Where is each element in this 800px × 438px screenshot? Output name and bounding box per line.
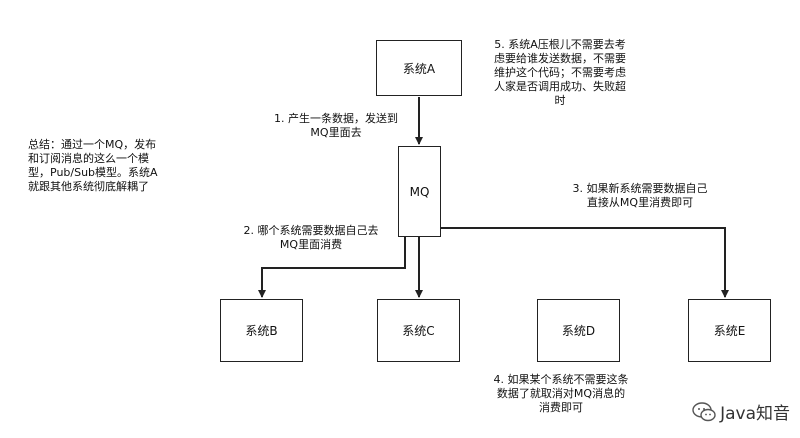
system-c-box: 系统C <box>377 299 460 362</box>
system-c-label: 系统C <box>402 324 435 338</box>
step3-note: 3. 如果新系统需要数据自己 直接从MQ里消费即可 <box>572 182 708 209</box>
system-b-label: 系统B <box>245 324 278 338</box>
system-a-box: 系统A <box>376 40 462 96</box>
watermark-text: Java知音 <box>720 404 790 424</box>
step1-note: 1. 产生一条数据，发送到 MQ里面去 <box>274 112 398 139</box>
system-d-label: 系统D <box>561 324 596 338</box>
mq-label: MQ <box>409 184 430 199</box>
system-e-label: 系统E <box>713 324 746 338</box>
system-d-box: 系统D <box>537 299 620 362</box>
summary-note: 总结：通过一个MQ，发布 和订阅消息的这么一个模 型，Pub/Sub模型。系统A… <box>28 138 158 193</box>
watermark: Java知音 <box>692 399 790 424</box>
step2-note: 2. 哪个系统需要数据自己去 MQ里面消费 <box>243 224 379 251</box>
mq-box: MQ <box>398 146 441 237</box>
step5-note: 5. 系统A压根儿不需要去考 虑要给谁发送数据，不需要 维护这个代码；不需要考虑… <box>494 38 626 107</box>
system-b-box: 系统B <box>220 299 303 362</box>
step4-note: 4. 如果某个系统不需要这条 数据了就取消对MQ消息的 消费即可 <box>493 373 629 414</box>
arrow-mq-to-e <box>441 227 729 298</box>
arrow-mq-to-b <box>258 237 406 298</box>
system-a-label: 系统A <box>402 61 436 76</box>
wechat-icon <box>692 401 716 421</box>
system-e-box: 系统E <box>688 299 771 362</box>
